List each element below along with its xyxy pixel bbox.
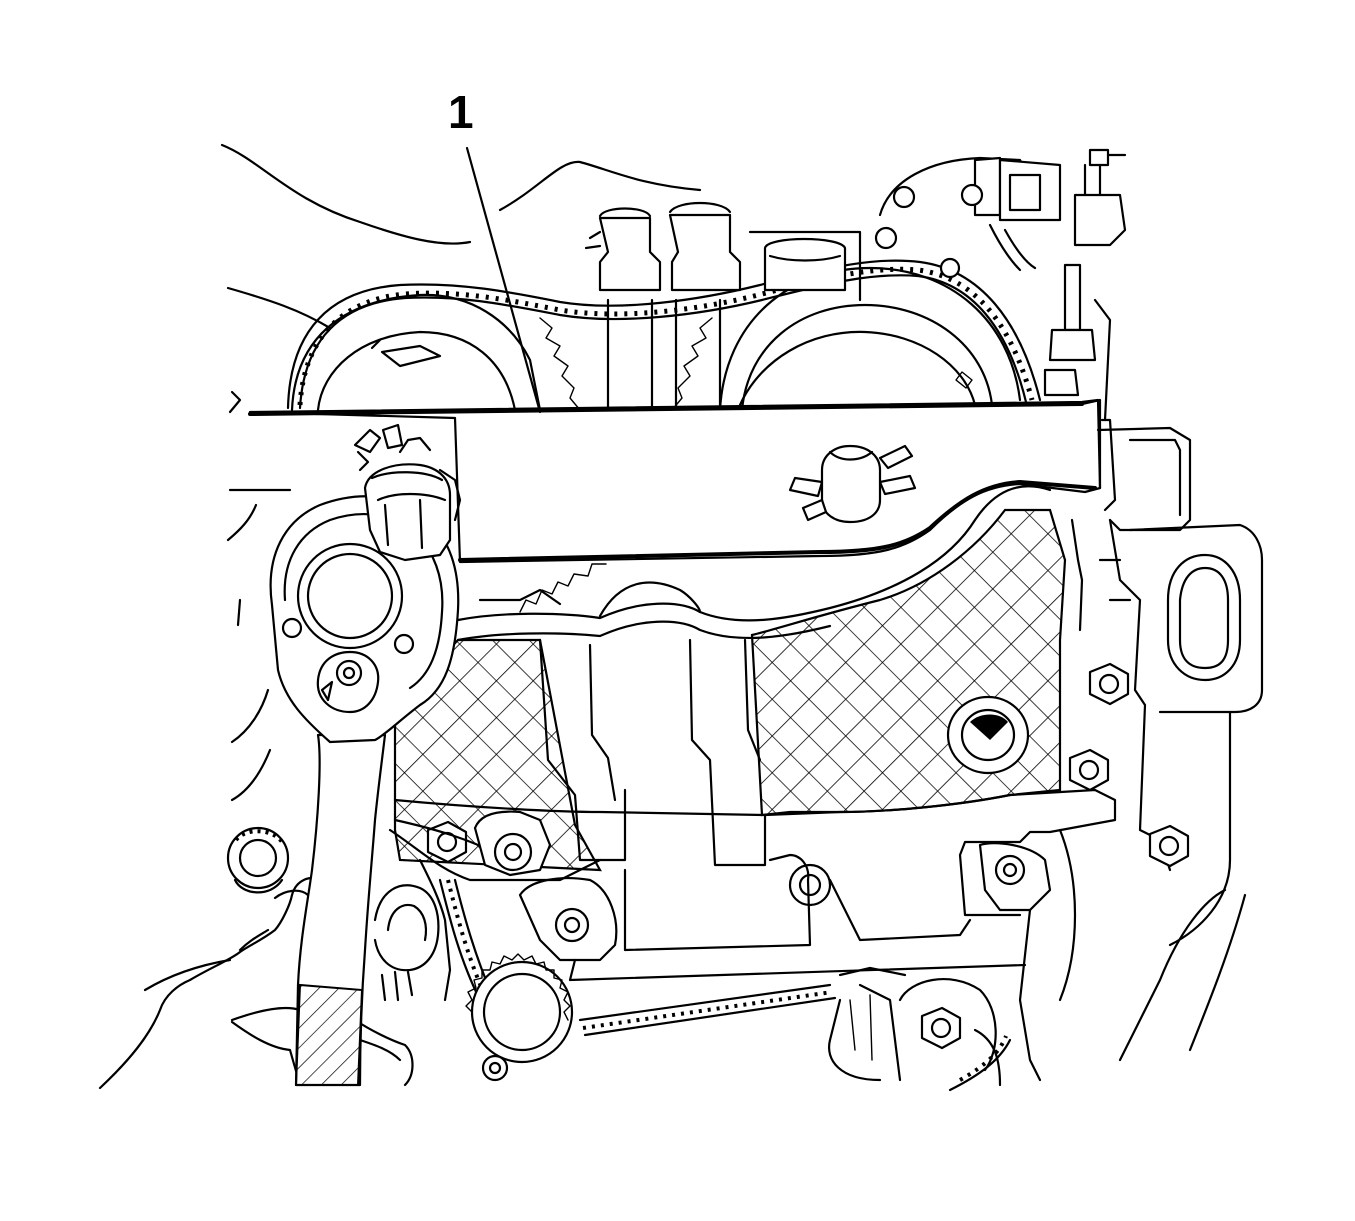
- left-background: [226, 390, 292, 802]
- right-cam-sprocket: [718, 266, 1022, 412]
- crankshaft-sprocket: [465, 953, 574, 1082]
- right-block: [1070, 418, 1264, 1062]
- callout-1-leader: [465, 146, 542, 414]
- lower-left-sprocket: [226, 826, 290, 894]
- camshaft-locking-tool: [248, 398, 1102, 564]
- tool-knob: [788, 444, 917, 524]
- oil-filler-cap: [748, 230, 862, 302]
- left-cam-sprocket: [290, 293, 542, 412]
- background-contours: [220, 143, 702, 330]
- cam-phaser-solenoids: [584, 202, 742, 412]
- idler-pulley: [373, 858, 452, 1002]
- socket-extension: [353, 423, 462, 562]
- cam-sprocket-teeth: [539, 317, 713, 421]
- cover-port: [946, 695, 1030, 775]
- lower-right-crank-area: [828, 966, 997, 1082]
- upper-right-components: [874, 148, 1127, 422]
- callout-1-label: 1: [448, 86, 474, 138]
